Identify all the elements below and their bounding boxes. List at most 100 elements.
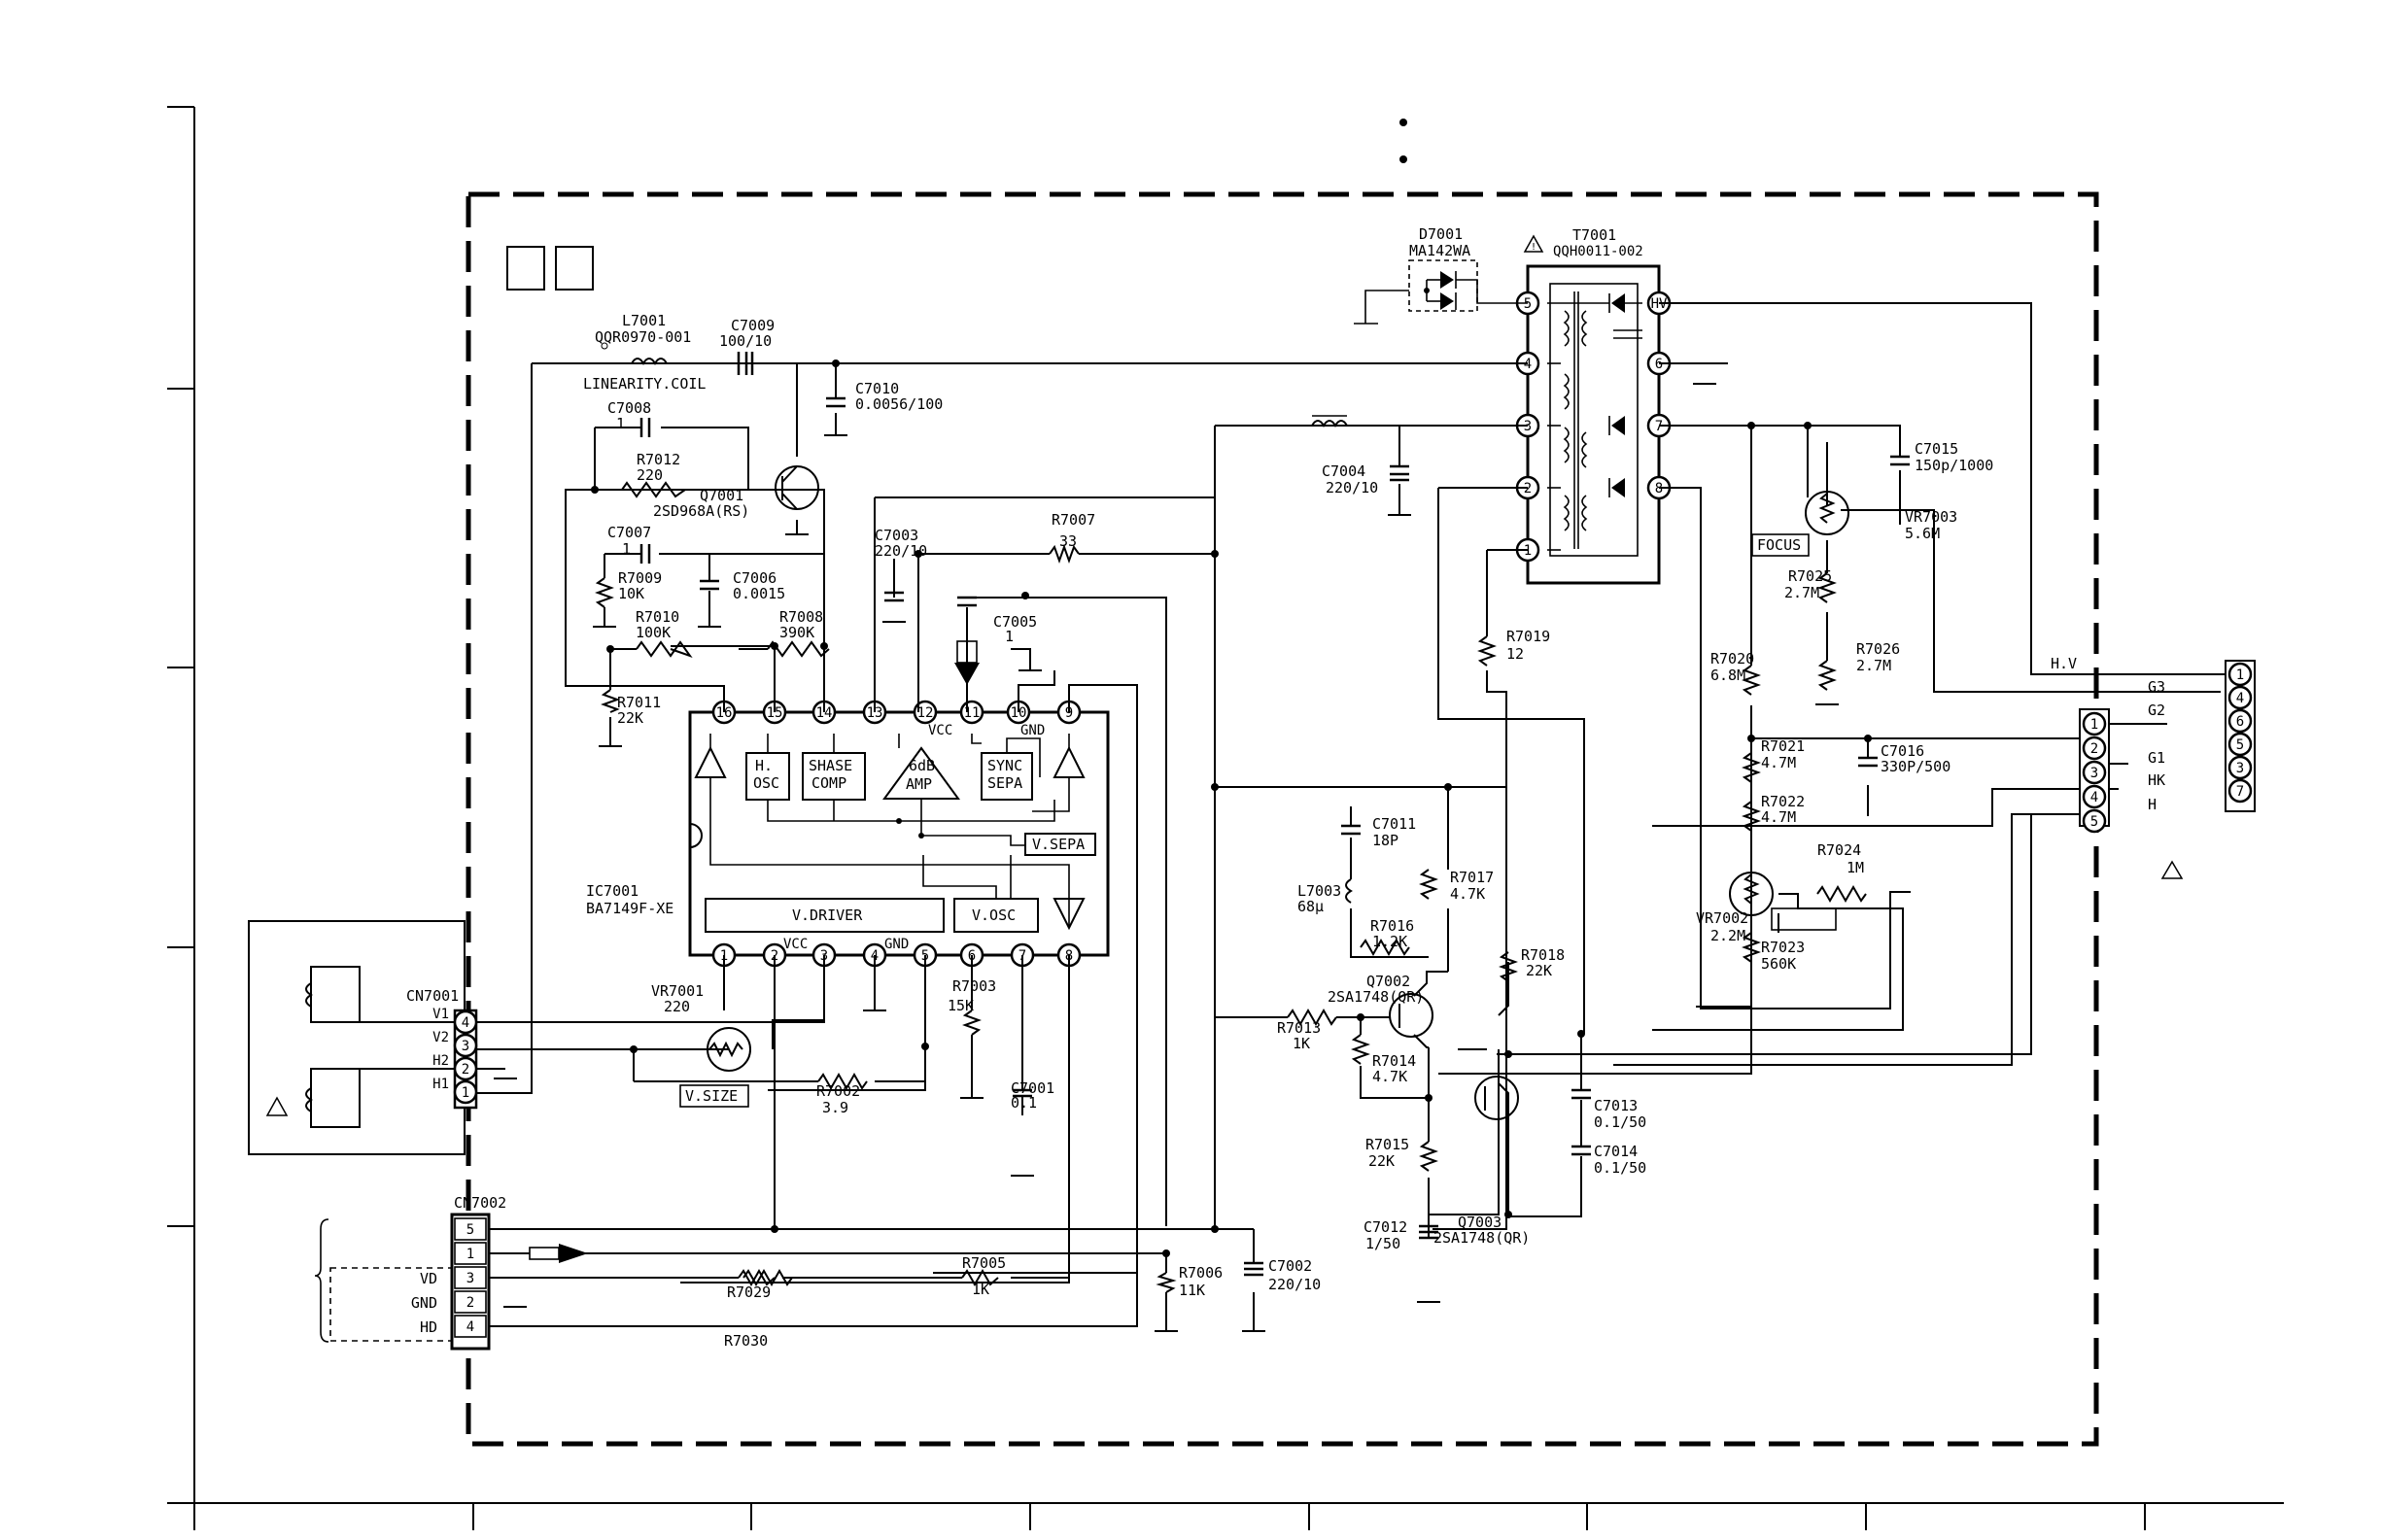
amp-label: AMP bbox=[906, 775, 932, 793]
capacitor bbox=[639, 352, 1910, 1277]
d7001-value: MA142WA bbox=[1409, 242, 1470, 259]
resistor bbox=[1816, 884, 1867, 904]
resistor bbox=[817, 1072, 868, 1091]
warning-icon bbox=[1523, 234, 1544, 253]
d7001-ref: D7001 bbox=[1419, 225, 1463, 243]
gnd-label: GND bbox=[1020, 723, 1045, 738]
component-value: 220/10 bbox=[1268, 1276, 1321, 1293]
component-ref: R7018 bbox=[1521, 946, 1565, 964]
component-value: 4.7M bbox=[1761, 754, 1796, 771]
component-value: 1 bbox=[1005, 628, 1014, 645]
resistor bbox=[601, 689, 620, 713]
component-ref: R7019 bbox=[1506, 628, 1550, 645]
resistor bbox=[1742, 801, 1761, 832]
warning-icon bbox=[2160, 860, 2184, 879]
cn7001-pin-label: 3 bbox=[462, 1039, 469, 1054]
cn7001-pin-label: 1 bbox=[462, 1085, 469, 1101]
resistor bbox=[1817, 572, 1837, 603]
socket-pin bbox=[2082, 736, 2107, 761]
cn7002-pin-label: 2 bbox=[466, 1295, 474, 1311]
resistor bbox=[1351, 1034, 1370, 1065]
buffer-triangle bbox=[694, 745, 727, 778]
resistor bbox=[1477, 635, 1497, 667]
component-ref: C7003 bbox=[875, 527, 918, 544]
cn7002-pin bbox=[454, 1266, 487, 1289]
shase-label: COMP bbox=[811, 774, 846, 792]
component-ref: R7030 bbox=[724, 1332, 768, 1350]
neck-pin-label: 6 bbox=[2236, 714, 2244, 730]
resistor bbox=[1742, 752, 1761, 783]
vsize-note-box bbox=[679, 1084, 749, 1108]
vdriver-label: V.DRIVER bbox=[792, 907, 863, 924]
neck-pin-label: 5 bbox=[2236, 737, 2244, 753]
component-ref: Q7001 bbox=[700, 487, 743, 504]
ic-pin-label: 13 bbox=[867, 705, 883, 721]
cn7002-pin bbox=[454, 1217, 487, 1241]
component-ref: R7029 bbox=[727, 1283, 771, 1301]
component-ref: R7011 bbox=[617, 694, 661, 711]
socket-pin-label: 5 bbox=[2090, 814, 2098, 830]
cn7001-pin-name: V2 bbox=[432, 1030, 449, 1045]
component-ref: VR7001 bbox=[651, 982, 704, 1000]
component-ref: R7003 bbox=[952, 977, 996, 995]
component-ref: R7015 bbox=[1365, 1136, 1409, 1153]
cn7002-pin bbox=[454, 1290, 487, 1314]
component-value: 220/10 bbox=[875, 542, 927, 560]
component-ref: R7016 bbox=[1370, 917, 1414, 935]
component-value: 18P bbox=[1372, 832, 1398, 849]
component-value: 2.7M bbox=[1856, 657, 1891, 674]
cn7002-pin-label: 4 bbox=[466, 1319, 474, 1335]
vcc-label: VCC bbox=[783, 937, 808, 952]
socket-pin-label: 3 bbox=[2090, 766, 2098, 781]
vdriver-block bbox=[705, 898, 945, 933]
component-ref: R7012 bbox=[637, 451, 680, 468]
cn7001-pin-label: 2 bbox=[462, 1062, 469, 1078]
neck-pin-label: 3 bbox=[2236, 761, 2244, 776]
component-value: QQR0970-001 bbox=[595, 328, 691, 346]
component-value: 0.0056/100 bbox=[855, 395, 943, 413]
component-value: 0.1/50 bbox=[1594, 1159, 1646, 1177]
component-value: 22K bbox=[617, 709, 643, 727]
resistor bbox=[1817, 660, 1837, 691]
component-ref: C7009 bbox=[731, 317, 775, 334]
cn7002-ref: CN7002 bbox=[454, 1194, 506, 1212]
component-value: 150p/1000 bbox=[1915, 457, 1993, 474]
resistor bbox=[1156, 1272, 1177, 1293]
component-value: 6.8M bbox=[1710, 667, 1745, 684]
cn7002-pin bbox=[454, 1242, 487, 1265]
component-ref: C7014 bbox=[1594, 1143, 1638, 1160]
resistor bbox=[1419, 869, 1438, 900]
component-value: 100/10 bbox=[719, 332, 772, 350]
resistor bbox=[621, 481, 686, 498]
component-ref: C7010 bbox=[855, 380, 899, 397]
resistor bbox=[962, 1010, 982, 1036]
component-ref: C7013 bbox=[1594, 1097, 1638, 1114]
vsepa-block bbox=[1024, 833, 1096, 856]
component-value: 0.0015 bbox=[733, 585, 785, 602]
cn7001-pin-label: 4 bbox=[462, 1015, 469, 1031]
transformer-pin-label: 5 bbox=[1524, 296, 1532, 312]
junctions bbox=[591, 359, 1872, 1257]
resistor bbox=[1287, 1008, 1337, 1027]
cn7001-pin-name: V1 bbox=[432, 1007, 449, 1022]
component-ref: C7007 bbox=[607, 524, 651, 541]
component-ref: R7014 bbox=[1372, 1052, 1416, 1070]
component-value: 220 bbox=[637, 466, 663, 484]
component-value: 5.6M bbox=[1905, 525, 1940, 542]
svg-text:!: ! bbox=[1531, 242, 1536, 253]
resistor bbox=[636, 640, 693, 658]
resistor bbox=[1360, 938, 1410, 957]
component-value: 33 bbox=[1059, 532, 1077, 550]
component-value: 2.7M bbox=[1784, 584, 1819, 601]
socket-pin-label: 4 bbox=[2090, 790, 2098, 805]
component-value: 22K bbox=[1526, 962, 1552, 979]
cn7002-pin-name: VD bbox=[420, 1270, 437, 1287]
component-ref: C7001 bbox=[1011, 1079, 1054, 1097]
component-value: 22K bbox=[1368, 1152, 1395, 1170]
